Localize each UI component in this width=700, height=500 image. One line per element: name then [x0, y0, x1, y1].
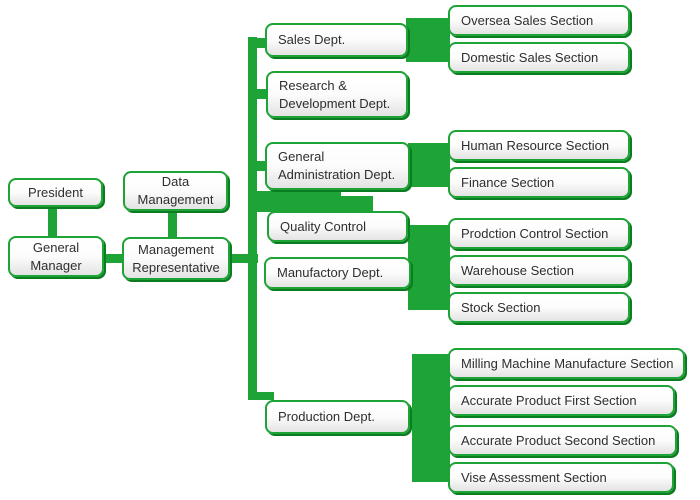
connector-production-dept-elbow	[248, 392, 274, 400]
node-domestic-sales-section: Domestic Sales Section	[448, 42, 630, 73]
node-general-administration-dept: General Administration Dept.	[265, 142, 410, 190]
node-label-data-management: Data Management	[137, 174, 214, 207]
node-label-sales-dept: Sales Dept.	[278, 32, 346, 48]
connector-production-sections-block	[412, 354, 450, 482]
node-label-general-administration-dept: General Administration Dept.	[278, 149, 396, 182]
node-label-quality-control: Quality Control	[280, 218, 366, 234]
node-label-general-manager: General Manager	[30, 239, 82, 273]
node-manufactory-dept: Manufactory Dept.	[264, 257, 411, 289]
connector-main-trunk	[248, 37, 257, 400]
connector-administration-sections-block	[408, 143, 450, 187]
node-label-research-development-dept: Research & Development Dept.	[279, 77, 391, 111]
node-production-dept: Production Dept.	[265, 400, 410, 434]
node-label-milling-machine-manufacture-section: Milling Machine Manufacture Section	[461, 355, 674, 371]
node-label-domestic-sales-section: Domestic Sales Section	[461, 49, 599, 65]
node-prodction-control-section: Prodction Control Section	[448, 218, 630, 249]
node-finance-section: Finance Section	[448, 167, 630, 198]
node-label-production-dept: Production Dept.	[278, 409, 375, 425]
node-human-resource-section: Human Resource Section	[448, 130, 630, 161]
node-management-representative: Management Representative	[122, 237, 230, 280]
connector-data-management-to-representative	[168, 209, 177, 239]
node-label-accurate-product-second-section: Accurate Product Second Section	[461, 432, 656, 448]
node-label-vise-assessment-section: Vise Assessment Section	[461, 469, 607, 485]
node-label-finance-section: Finance Section	[461, 174, 555, 190]
connector-quality-control-link-lower	[341, 196, 373, 212]
connector-president-to-general-manager	[48, 205, 57, 238]
node-vise-assessment-section: Vise Assessment Section	[448, 462, 674, 493]
node-label-management-representative: Management Representative	[132, 241, 220, 275]
node-general-manager: General Manager	[8, 236, 104, 277]
node-label-accurate-product-first-section: Accurate Product First Section	[461, 392, 637, 408]
node-accurate-product-second-section: Accurate Product Second Section	[448, 425, 677, 456]
node-accurate-product-first-section: Accurate Product First Section	[448, 385, 675, 416]
connector-manufactory-sections-block	[408, 225, 450, 310]
node-quality-control: Quality Control	[267, 211, 408, 242]
connector-representative-to-trunk	[228, 254, 258, 263]
node-label-human-resource-section: Human Resource Section	[461, 137, 610, 153]
node-oversea-sales-section: Oversea Sales Section	[448, 5, 630, 36]
node-data-management: Data Management	[123, 171, 228, 211]
node-label-prodction-control-section: Prodction Control Section	[461, 225, 609, 241]
connector-sales-dept-stub	[255, 38, 267, 48]
node-research-development-dept: Research & Development Dept.	[266, 71, 408, 118]
node-label-warehouse-section: Warehouse Section	[461, 262, 574, 278]
node-sales-dept: Sales Dept.	[265, 23, 408, 57]
node-stock-section: Stock Section	[448, 292, 630, 323]
connector-general-manager-to-representative	[102, 254, 124, 263]
node-label-oversea-sales-section: Oversea Sales Section	[461, 12, 594, 28]
connector-quality-control-link-upper	[256, 191, 341, 212]
node-president: President	[8, 178, 103, 207]
node-milling-machine-manufacture-section: Milling Machine Manufacture Section	[448, 348, 685, 379]
node-warehouse-section: Warehouse Section	[448, 255, 630, 286]
node-label-manufactory-dept: Manufactory Dept.	[277, 265, 384, 281]
connector-sales-sections-block	[406, 18, 450, 62]
connector-general-administration-stub	[255, 161, 267, 171]
connector-research-development-stub	[255, 89, 268, 99]
node-label-stock-section: Stock Section	[461, 299, 541, 315]
node-label-president: President	[28, 184, 83, 200]
